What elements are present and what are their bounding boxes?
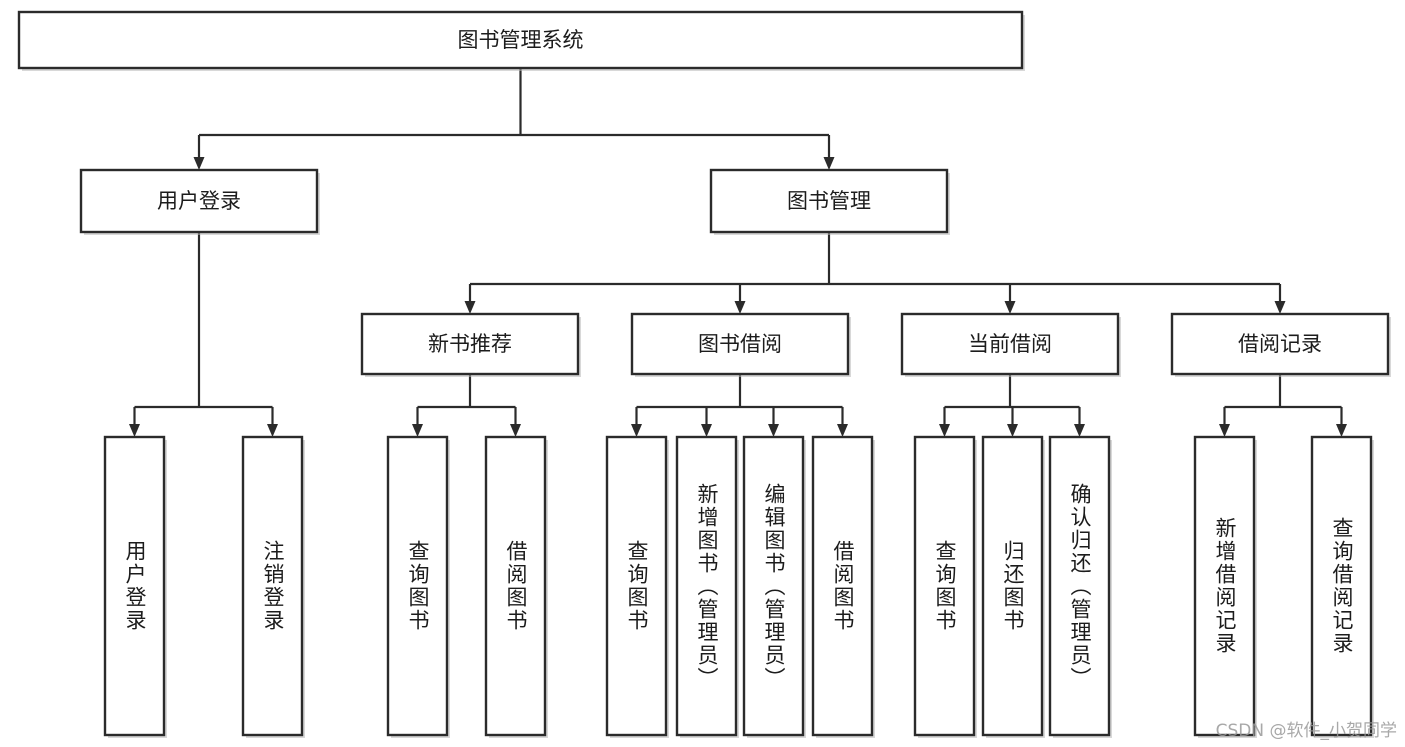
arrow-head-icon [412, 424, 423, 437]
arrow-head-icon [1274, 301, 1286, 314]
edge-group-user-login [129, 232, 278, 437]
arrow-head-icon [1219, 424, 1230, 437]
node-leaf-query-book-rec[interactable] [386, 435, 450, 738]
arrow-head-icon [837, 424, 848, 437]
node-leaf-query-book-cur[interactable] [913, 435, 977, 738]
arrow-head-icon [631, 424, 642, 437]
edge-group-new-book-rec [412, 374, 521, 437]
node-leaf-borrow-book-rec[interactable] [484, 435, 548, 738]
node-label-root: 图书管理系统 [458, 28, 584, 52]
arrow-head-icon [1336, 424, 1347, 437]
node-label-current-borrow: 当前借阅 [968, 332, 1052, 356]
node-label-user-login: 用户登录 [157, 189, 241, 213]
node-root[interactable] [17, 10, 1025, 71]
arrow-head-icon [1007, 424, 1018, 437]
node-book-manage[interactable] [709, 168, 950, 235]
arrow-head-icon [267, 424, 278, 437]
arrow-head-icon [510, 424, 521, 437]
arrow-head-icon [464, 301, 476, 314]
arrow-head-icon [129, 424, 140, 437]
node-leaf-edit-book[interactable] [742, 435, 806, 738]
node-leaf-return-book[interactable] [981, 435, 1045, 738]
arrow-head-icon [701, 424, 712, 437]
arrow-head-icon [823, 157, 835, 170]
node-label-book-manage: 图书管理 [787, 189, 871, 213]
node-current-borrow[interactable] [900, 312, 1121, 377]
edge-group-root [193, 68, 835, 170]
edge-group-book-borrow [631, 374, 848, 437]
edge-group-book-manage [464, 232, 1286, 314]
node-user-login[interactable] [79, 168, 320, 235]
node-label-new-book-rec: 新书推荐 [428, 332, 512, 356]
node-leaf-add-book[interactable] [675, 435, 739, 738]
watermark: CSDN @软件_小贺同学 [1215, 721, 1397, 741]
node-borrow-record[interactable] [1170, 312, 1391, 377]
arrow-head-icon [1004, 301, 1016, 314]
edge-group-current-borrow [939, 374, 1085, 437]
node-label-borrow-record: 借阅记录 [1238, 332, 1322, 356]
connector-layer [129, 68, 1347, 437]
node-leaf-user-login[interactable] [103, 435, 167, 738]
node-leaf-user-logout[interactable] [241, 435, 305, 738]
node-leaf-query-record[interactable] [1310, 435, 1374, 738]
arrow-head-icon [734, 301, 746, 314]
node-label-book-borrow: 图书借阅 [698, 332, 782, 356]
arrow-head-icon [768, 424, 779, 437]
node-new-book-rec[interactable] [360, 312, 581, 377]
arrow-head-icon [193, 157, 205, 170]
node-leaf-borrow-book[interactable] [811, 435, 875, 738]
node-leaf-confirm-return[interactable] [1048, 435, 1112, 738]
node-leaf-add-record[interactable] [1193, 435, 1257, 738]
node-leaf-query-book-borrow[interactable] [605, 435, 669, 738]
arrow-head-icon [939, 424, 950, 437]
node-book-borrow[interactable] [630, 312, 851, 377]
edge-group-borrow-record [1219, 374, 1347, 437]
arrow-head-icon [1074, 424, 1085, 437]
